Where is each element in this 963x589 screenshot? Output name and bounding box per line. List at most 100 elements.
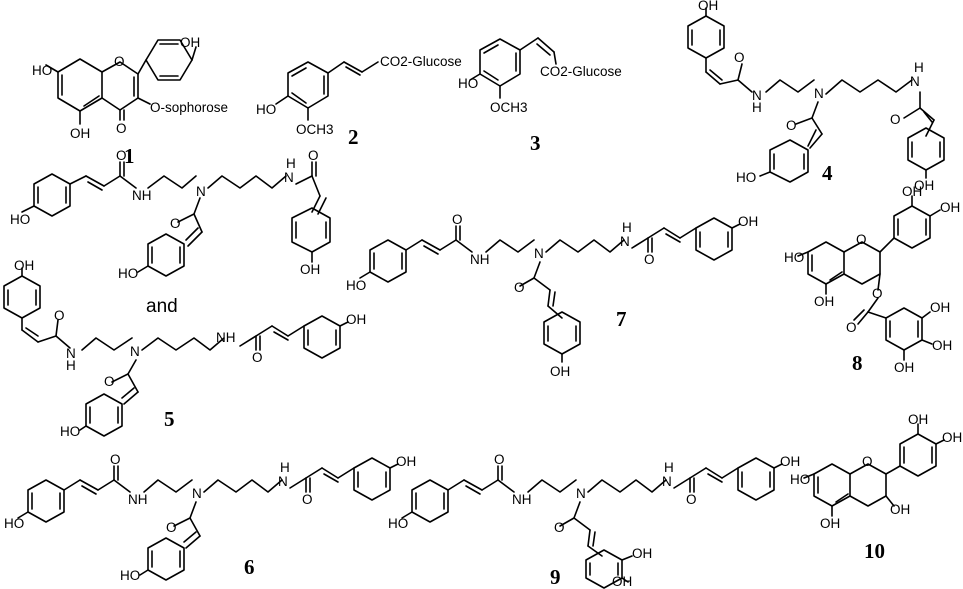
tertiary-amine-label: N bbox=[576, 486, 586, 501]
hydroxyl-label: OH bbox=[300, 262, 320, 277]
hydroxyl-label: OH bbox=[940, 200, 960, 215]
compound-10: HO O OH OH OH OH 10 bbox=[790, 412, 962, 563]
methoxy-label: OCH3 bbox=[490, 100, 528, 115]
compound-number-9: 9 bbox=[550, 565, 561, 589]
carbonyl-oxygen-label: O bbox=[644, 252, 655, 267]
amide-h-label: H bbox=[622, 220, 632, 235]
hydroxyl-label: OH bbox=[914, 178, 934, 193]
hydroxyl-label: OH bbox=[346, 312, 366, 327]
hydroxyl-label: HO bbox=[790, 472, 810, 487]
carbonyl-oxygen-label: O bbox=[686, 492, 697, 507]
hydroxyl-label: OH bbox=[70, 126, 90, 141]
compound-6: HO O NH N H N O OH O HO 6 bbox=[4, 452, 416, 583]
hydroxyl-label: OH bbox=[902, 184, 922, 199]
hydroxyl-label: OH bbox=[932, 338, 952, 353]
amide-h-label: H bbox=[286, 156, 296, 171]
carbonyl-oxygen-label: O bbox=[302, 492, 313, 507]
carbonyl-oxygen-label: O bbox=[494, 452, 505, 467]
methoxy-label: OCH3 bbox=[296, 122, 334, 137]
carbonyl-oxygen-label: O bbox=[734, 50, 745, 65]
compound-5-isomer-a: HO O NH N H N O OH O HO bbox=[10, 148, 331, 281]
amide-nh-label: N bbox=[284, 170, 294, 185]
ring-oxygen-label: O bbox=[862, 454, 873, 469]
hydroxyl-label: OH bbox=[894, 360, 914, 375]
and-connector: and bbox=[146, 296, 178, 317]
compound-7: HO O NH N H N O OH O OH 7 bbox=[346, 212, 758, 379]
carbonyl-oxygen-label: O bbox=[786, 118, 797, 133]
hydroxyl-label: OH bbox=[780, 454, 800, 469]
amide-h-label: H bbox=[664, 460, 674, 475]
tertiary-amine-label: N bbox=[192, 486, 202, 501]
amide-h-label: H bbox=[66, 358, 76, 373]
hydroxyl-label: OH bbox=[930, 300, 950, 315]
hydroxyl-label: OH bbox=[632, 546, 652, 561]
compound-number-8: 8 bbox=[852, 351, 863, 375]
carbonyl-oxygen-label: O bbox=[252, 350, 263, 365]
hydroxyl-label: OH bbox=[396, 454, 416, 469]
hydroxyl-label: HO bbox=[256, 102, 276, 117]
carbonyl-oxygen-label: O bbox=[554, 520, 565, 535]
ring-oxygen-label: O bbox=[114, 54, 125, 69]
hydroxyl-label: OH bbox=[942, 430, 962, 445]
tertiary-amine-label: N bbox=[130, 344, 140, 359]
hydroxyl-label: HO bbox=[458, 76, 478, 91]
hydroxyl-label: HO bbox=[736, 170, 756, 185]
ester-oxygen-label: O bbox=[872, 286, 883, 301]
carbonyl-oxygen-label: O bbox=[110, 452, 121, 467]
hydroxyl-label: HO bbox=[388, 516, 408, 531]
hydroxyl-label: HO bbox=[60, 424, 80, 439]
compound-number-1: 1 bbox=[124, 144, 135, 168]
amide-nh-label: N bbox=[66, 346, 76, 361]
tertiary-amine-label: N bbox=[534, 246, 544, 261]
sophorose-label: O-sophorose bbox=[150, 100, 228, 115]
hydroxyl-label: OH bbox=[814, 294, 834, 309]
hydroxyl-label: HO bbox=[346, 278, 366, 293]
hydroxyl-label: HO bbox=[4, 516, 24, 531]
amide-nh-label: NH bbox=[512, 492, 532, 507]
amide-nh-label: NH bbox=[132, 188, 152, 203]
hydroxyl-label: OH bbox=[180, 35, 200, 50]
hydroxyl-label: OH bbox=[908, 412, 928, 427]
carbonyl-oxygen-label: O bbox=[514, 280, 525, 295]
hydroxyl-label: HO bbox=[118, 266, 138, 281]
compound-number-5: 5 bbox=[164, 407, 175, 431]
hydroxyl-label: OH bbox=[612, 574, 632, 589]
amide-h-label: H bbox=[280, 460, 290, 475]
compound-5-isomer-b: OH O N H N NH O OH O HO 5 bbox=[3, 258, 366, 439]
compound-number-4: 4 bbox=[822, 161, 833, 185]
compound-number-7: 7 bbox=[616, 307, 627, 331]
compound-number-6: 6 bbox=[244, 555, 255, 579]
ring-oxygen-label: O bbox=[856, 232, 867, 247]
carbonyl-oxygen-label: O bbox=[308, 148, 319, 163]
carbonyl-oxygen-label: O bbox=[846, 320, 857, 335]
compound-8: HO O OH OH OH O O OH OH OH 8 bbox=[784, 184, 960, 375]
amide-h-label: H bbox=[752, 100, 762, 115]
hydroxyl-label: OH bbox=[14, 258, 34, 273]
carbonyl-oxygen-label: O bbox=[170, 216, 181, 231]
hydroxyl-label: OH bbox=[820, 516, 840, 531]
tertiary-amine-label: N bbox=[814, 86, 824, 101]
carbonyl-oxygen-label: O bbox=[166, 520, 177, 535]
hydroxyl-label: OH bbox=[550, 364, 570, 379]
compound-3: CO2-Glucose HO OCH3 3 bbox=[458, 37, 622, 155]
amide-nh-label: NH bbox=[128, 492, 148, 507]
hydroxyl-label: HO bbox=[10, 212, 30, 227]
compound-9: HO O NH N H N O OH O OH OH 9 bbox=[388, 452, 800, 589]
carbonyl-oxygen-label: O bbox=[452, 212, 463, 227]
hydroxyl-label: HO bbox=[120, 568, 140, 583]
amide-nh-label: NH bbox=[470, 252, 490, 267]
compound-4: OH O N H N H N O OH O HO 4 bbox=[687, 0, 945, 193]
amide-nh-label: N bbox=[278, 474, 288, 489]
hydroxyl-label: OH bbox=[890, 502, 910, 517]
amide-nh-label: N bbox=[752, 88, 762, 103]
amide-nh-label: N bbox=[662, 474, 672, 489]
amide-nh-label: N bbox=[910, 74, 920, 89]
amide-nh-label: N bbox=[620, 234, 630, 249]
compound-1: HO O O OH OH O-sophorose 1 bbox=[32, 35, 228, 168]
amide-h-label: H bbox=[914, 60, 924, 75]
amide-nh-label: NH bbox=[216, 330, 236, 345]
hydroxyl-label: OH bbox=[738, 214, 758, 229]
tertiary-amine-label: N bbox=[196, 184, 206, 199]
